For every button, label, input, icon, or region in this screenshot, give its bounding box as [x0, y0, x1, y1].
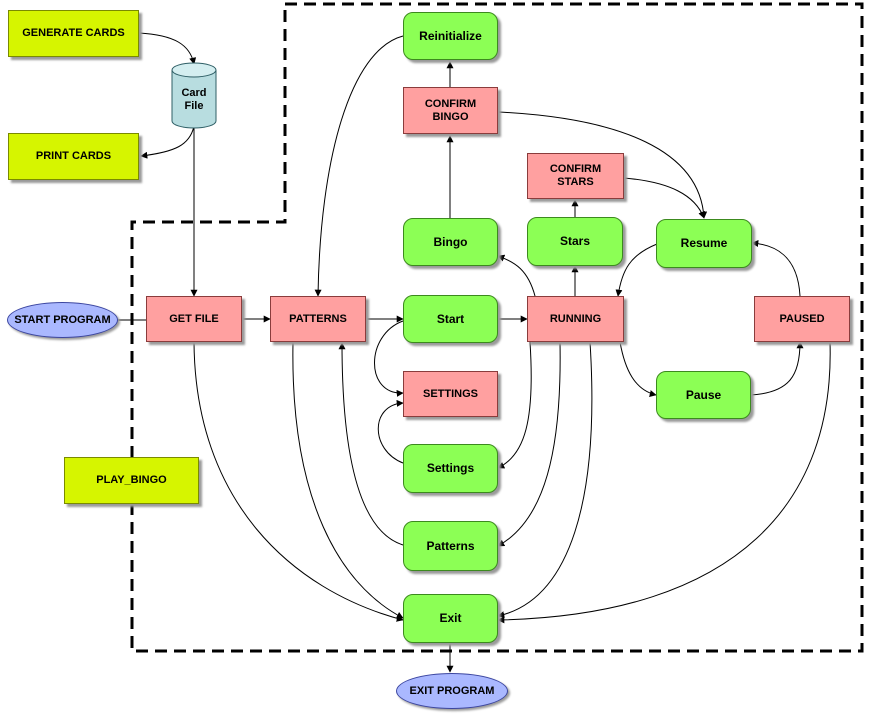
settings-label: Settings	[426, 461, 475, 475]
resume-action: Resume	[656, 219, 752, 268]
settings-state: SETTINGS	[403, 371, 498, 417]
exit-label: Exit	[439, 611, 462, 625]
edge-running-to-settings	[497, 341, 532, 469]
edge-confirmbingo-to-resume	[497, 111, 708, 219]
card-file-label: Card File	[181, 87, 207, 112]
pause-action: Pause	[656, 371, 751, 419]
edge-paused-to-exit	[497, 341, 831, 624]
edge-running-to-pause	[619, 341, 657, 397]
exit-program-terminal: EXIT PROGRAM	[396, 673, 508, 709]
edge-paused-to-resume	[751, 239, 801, 297]
edge-patterns-to-patternsstate	[338, 342, 404, 546]
edge-patternsstate-to-exit	[292, 341, 404, 619]
play-bingo-boundary	[130, 2, 864, 653]
running-state: RUNNING	[527, 296, 624, 342]
settings-action: Settings	[403, 444, 498, 493]
bingo-label: Bingo	[433, 234, 468, 249]
edge-running-to-patterns	[497, 341, 561, 547]
reinitialize-action: Reinitialize	[403, 12, 498, 60]
print-cards-box: PRINT CARDS	[8, 133, 139, 180]
confirm-stars-state: CONFIRM STARS	[527, 153, 624, 199]
edge-resume-to-running	[615, 243, 658, 297]
resume-label: Resume	[680, 236, 728, 250]
exit-action: Exit	[403, 594, 498, 643]
patterns-action: Patterns	[403, 521, 498, 571]
stars-label: Stars	[559, 234, 591, 248]
edge-getfile-to-exit	[193, 341, 404, 622]
edge-settings-to-settingsstate	[377, 399, 404, 464]
edge-confirmstars-to-resume	[623, 177, 705, 219]
edge-running-to-bingo	[497, 254, 536, 297]
card-file-storage: Card File	[171, 62, 217, 130]
paused-state: PAUSED	[754, 296, 850, 342]
patterns-state: PATTERNS	[270, 296, 366, 342]
edge-running-to-exit	[497, 341, 593, 619]
edge-start-to-settingsstate	[374, 320, 404, 397]
start-action: Start	[403, 295, 498, 343]
bingo-action: Bingo	[403, 218, 498, 266]
stars-action: Stars	[527, 217, 623, 266]
reinitialize-label: Reinitialize	[419, 28, 482, 43]
generate-cards-box: GENERATE CARDS	[8, 10, 139, 57]
start-program-terminal: START PROGRAM	[7, 302, 118, 338]
pause-label: Pause	[685, 387, 722, 402]
start-label: Start	[436, 311, 465, 326]
cylinder-icon	[171, 62, 217, 129]
patterns-label: Patterns	[426, 538, 475, 553]
confirm-bingo-state: CONFIRM BINGO	[403, 87, 498, 134]
get-file-state: GET FILE	[146, 296, 242, 342]
play-bingo-box: PLAY_BINGO	[64, 457, 199, 504]
edge-generate-to-cardfile	[138, 32, 197, 65]
edge-cardfile-to-print	[140, 125, 195, 159]
edge-reinit-to-patterns	[314, 35, 404, 297]
edge-pause-to-paused	[749, 341, 804, 396]
